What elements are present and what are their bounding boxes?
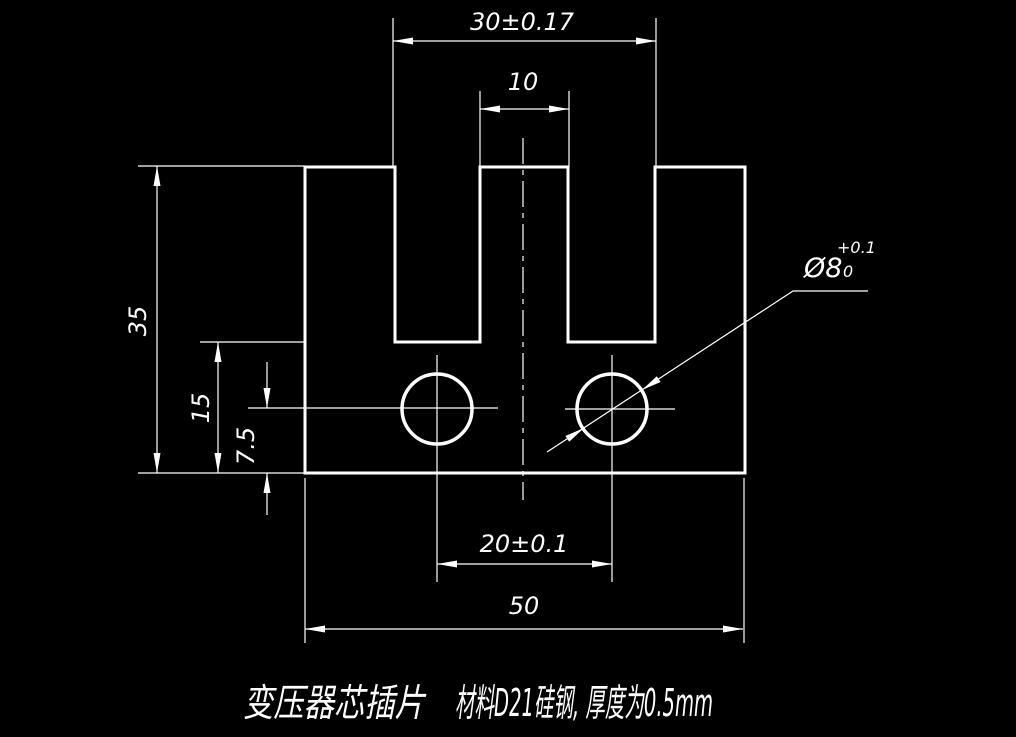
dim-overall-height: 35 — [124, 306, 152, 337]
hole-diameter-callout: Ø8 +0.1 0 — [803, 238, 876, 284]
hole-centerlines — [248, 355, 675, 582]
caption-material-note: 材料D21硅钢, 厚度为0.5mm — [455, 681, 713, 725]
dim-hole-spacing: 20±0.1 — [480, 530, 569, 558]
dim-hole-tolerance-upper: +0.1 — [837, 238, 876, 257]
dim-hole-tolerance-lower: 0 — [843, 262, 853, 281]
caption: 变压器芯插片 材料D21硅钢, 厚度为0.5mm — [243, 681, 713, 725]
caption-part-name: 变压器芯插片 — [243, 681, 427, 725]
extension-lines — [138, 18, 745, 643]
dim-lower-section-height: 15 — [187, 393, 215, 424]
dim-center-slot-width: 10 — [508, 68, 539, 96]
dim-hole-center-to-bottom: 7.5 — [232, 427, 260, 465]
dim-hole-diameter: Ø8 — [803, 253, 842, 284]
dimension-lines — [156, 40, 868, 630]
part-outline — [303, 165, 747, 475]
dim-outer-slot-span: 30±0.17 — [470, 8, 575, 36]
dim-overall-width: 50 — [509, 592, 540, 620]
